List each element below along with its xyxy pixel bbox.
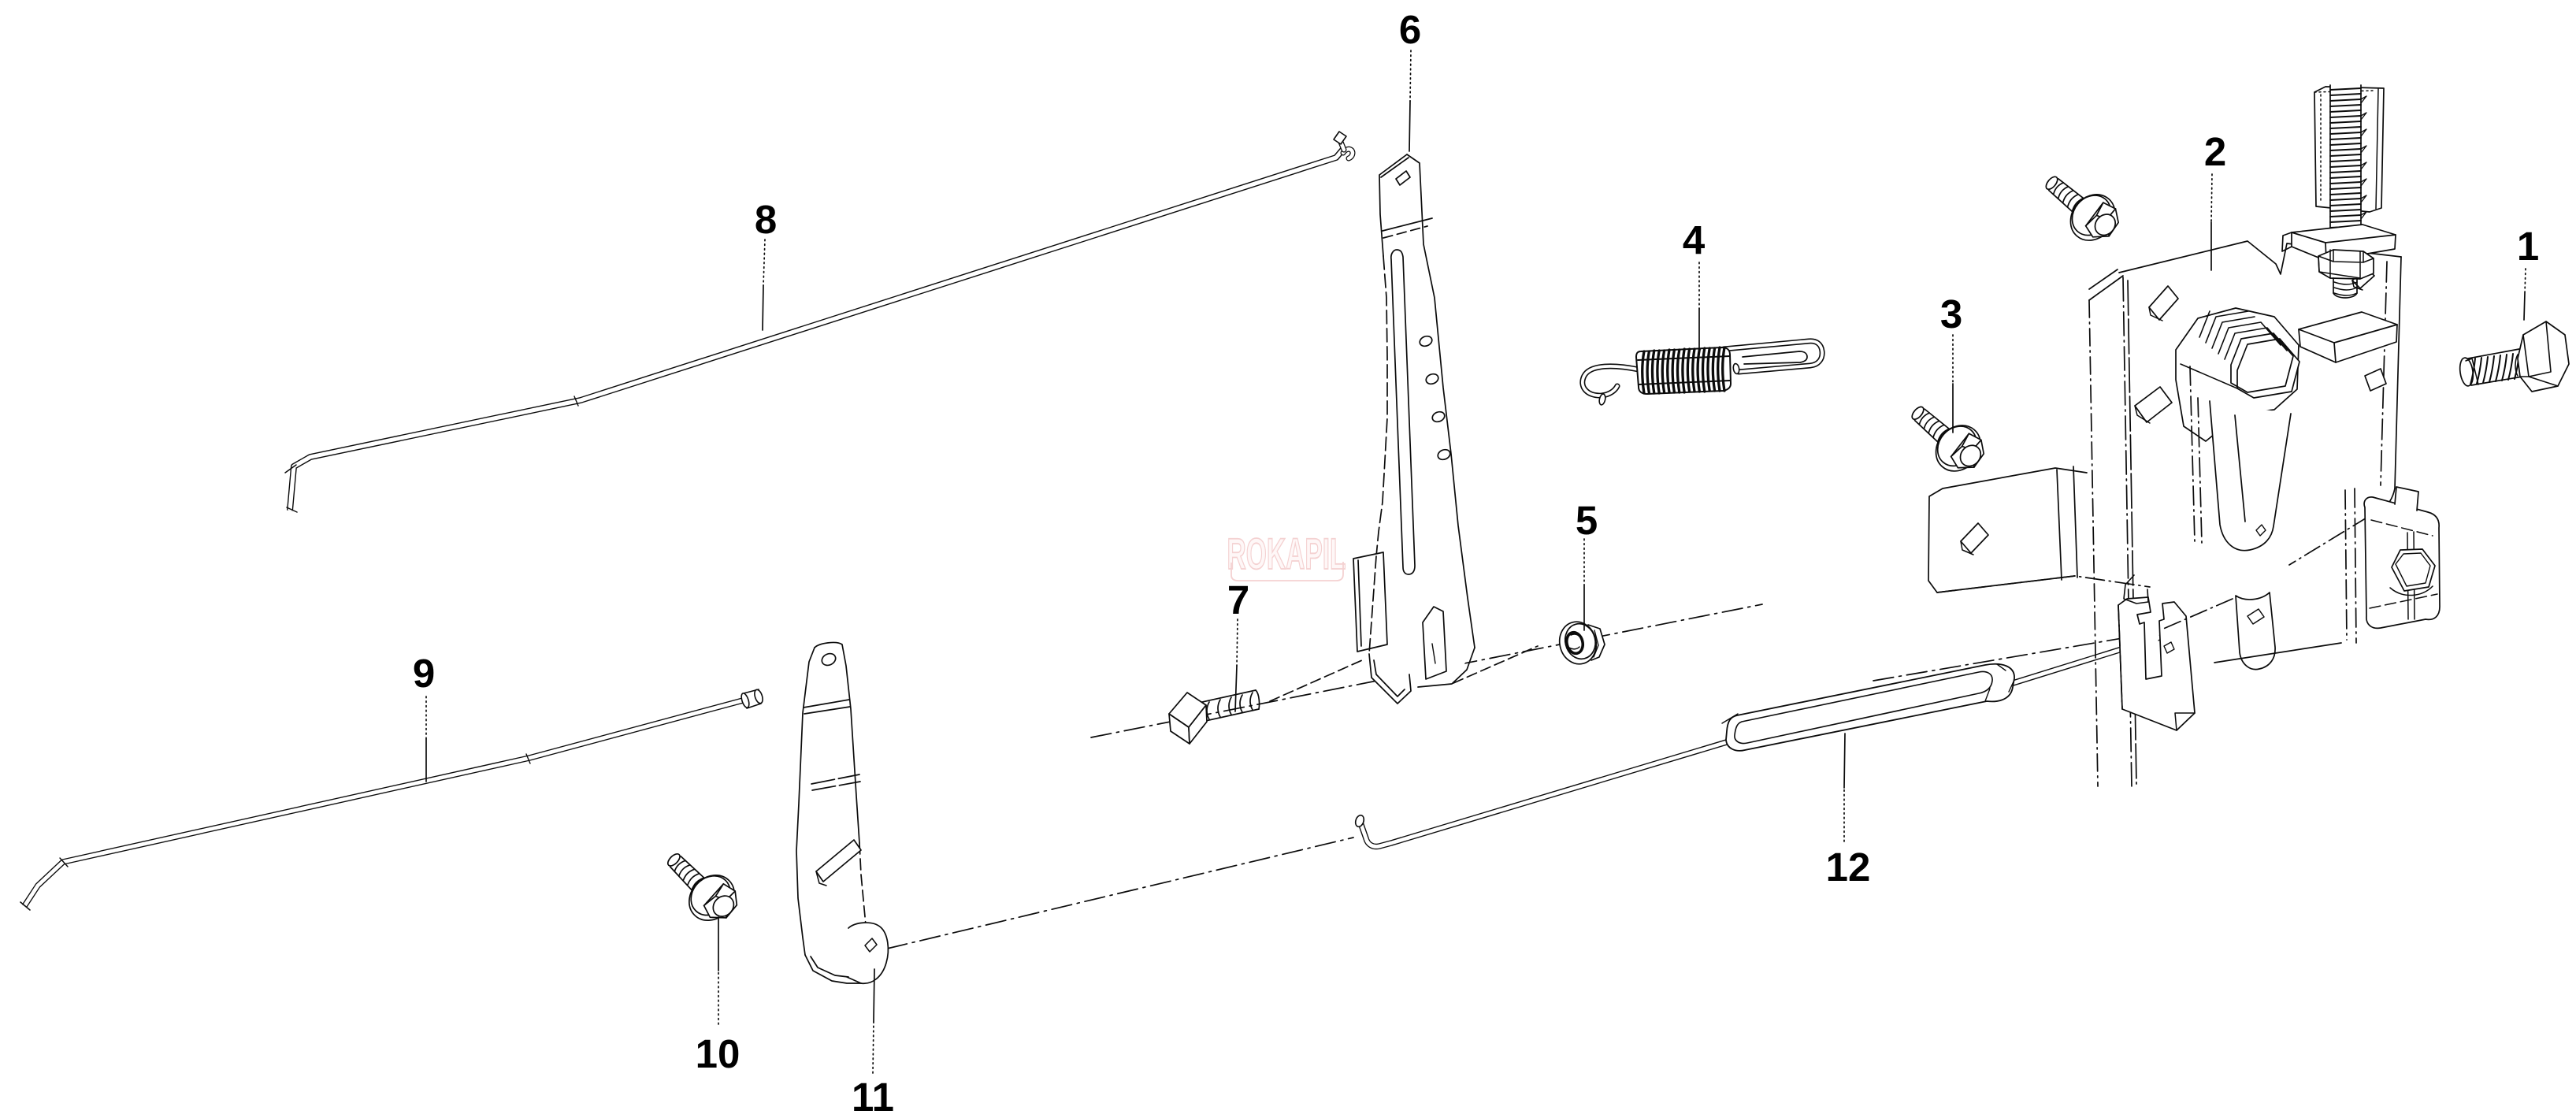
- svg-text:9: 9: [413, 651, 435, 696]
- svg-text:10: 10: [696, 1031, 741, 1076]
- svg-text:7: 7: [1227, 578, 1249, 622]
- svg-text:12: 12: [1826, 845, 1871, 890]
- svg-text:ROKAPIL: ROKAPIL: [1227, 529, 1346, 578]
- svg-text:1: 1: [2517, 224, 2539, 269]
- svg-text:4: 4: [1683, 217, 1706, 262]
- svg-text:8: 8: [755, 197, 777, 242]
- svg-text:3: 3: [1940, 292, 1962, 336]
- svg-text:11: 11: [852, 1075, 894, 1118]
- svg-text:5: 5: [1576, 498, 1598, 543]
- svg-text:6: 6: [1399, 7, 1421, 52]
- svg-text:2: 2: [2204, 129, 2226, 174]
